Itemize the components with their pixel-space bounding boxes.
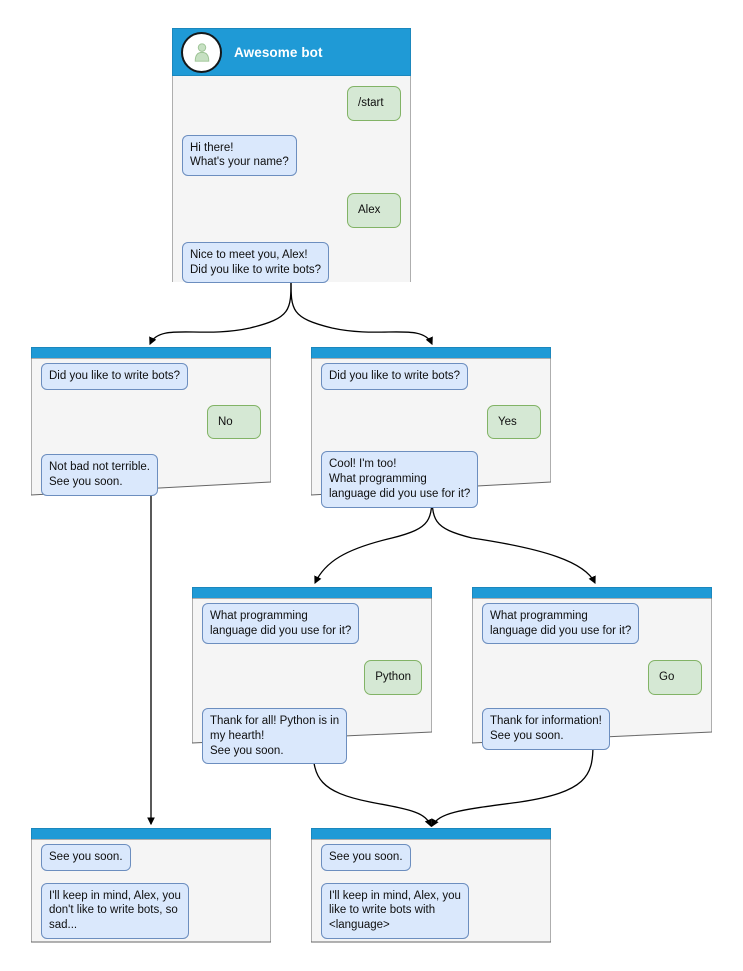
card-end-no[interactable]: See you soon. I'll keep in mind, Alex, y… [31, 828, 271, 943]
message-row: No [41, 404, 261, 440]
card-end-no-header [31, 828, 271, 839]
bot-message-bubble[interactable]: What programming language did you use fo… [202, 603, 360, 645]
card-start[interactable]: Awesome bot /start Hi there! What's your… [172, 28, 411, 284]
message-row: Not bad not terrible. See you soon. [41, 454, 261, 496]
user-message-bubble[interactable]: Alex [347, 193, 401, 228]
user-message-bubble[interactable]: Python [364, 660, 422, 696]
bot-message-bubble[interactable]: Thank for information! See you soon. [482, 708, 610, 750]
card-end-yes[interactable]: See you soon. I'll keep in mind, Alex, y… [311, 828, 551, 943]
message-row: Cool! I'm too! What programming language… [321, 451, 541, 508]
bot-message-bubble[interactable]: I'll keep in mind, Alex, you don't like … [41, 882, 189, 939]
message-row: Hi there! What's your name? [182, 134, 401, 177]
message-row: I'll keep in mind, Alex, you like to wri… [321, 882, 541, 939]
bot-message-bubble[interactable]: See you soon. [321, 844, 411, 871]
message-row: Go [482, 660, 702, 696]
bot-message-bubble[interactable]: Thank for all! Python is in my hearth! S… [202, 708, 348, 765]
card-language-python-messages: What programming language did you use fo… [202, 603, 422, 765]
card-answer-yes-header [311, 347, 551, 358]
bot-message-bubble[interactable]: Did you like to write bots? [41, 363, 189, 390]
card-end-yes-messages: See you soon. I'll keep in mind, Alex, y… [321, 844, 541, 939]
message-row: See you soon. [41, 844, 261, 871]
message-row: Did you like to write bots? [321, 363, 541, 390]
bot-title: Awesome bot [234, 44, 323, 60]
card-answer-yes[interactable]: Did you like to write bots? Yes Cool! I'… [311, 347, 551, 508]
card-answer-no-messages: Did you like to write bots? No Not bad n… [41, 363, 261, 496]
bot-message-bubble[interactable]: Cool! I'm too! What programming language… [321, 451, 479, 508]
user-message-bubble[interactable]: Yes [487, 404, 541, 440]
card-answer-no-header [31, 347, 271, 358]
edge-start-to-no [149, 279, 292, 346]
card-start-header: Awesome bot [172, 28, 411, 76]
person-avatar-icon [181, 31, 222, 73]
card-answer-no[interactable]: Did you like to write bots? No Not bad n… [31, 347, 271, 497]
card-start-messages: /start Hi there! What's your name? Alex … [182, 86, 401, 284]
user-message-bubble[interactable]: Go [648, 660, 702, 696]
message-row: /start [182, 86, 401, 121]
user-message-bubble[interactable]: No [207, 404, 261, 440]
message-row: Thank for information! See you soon. [482, 708, 702, 750]
card-end-no-messages: See you soon. I'll keep in mind, Alex, y… [41, 844, 261, 939]
bot-message-bubble[interactable]: Did you like to write bots? [321, 363, 469, 390]
message-row: What programming language did you use fo… [202, 603, 422, 645]
message-row: Python [202, 660, 422, 696]
card-language-python-header [192, 587, 432, 598]
message-row: Did you like to write bots? [41, 363, 261, 390]
message-row: See you soon. [321, 844, 541, 871]
edge-start-to-yes [290, 279, 433, 346]
card-language-python[interactable]: What programming language did you use fo… [192, 587, 432, 765]
message-row: What programming language did you use fo… [482, 603, 702, 645]
bot-message-bubble[interactable]: Nice to meet you, Alex! Did you like to … [182, 241, 330, 284]
bot-message-bubble[interactable]: What programming language did you use fo… [482, 603, 640, 645]
message-row: Nice to meet you, Alex! Did you like to … [182, 241, 401, 284]
bot-message-bubble[interactable]: Hi there! What's your name? [182, 134, 297, 177]
card-language-go-header [472, 587, 712, 598]
card-end-yes-header [311, 828, 551, 839]
edge-go-to-end-yes [431, 744, 594, 828]
message-row: Thank for all! Python is in my hearth! S… [202, 708, 422, 765]
message-row: Alex [182, 193, 401, 228]
user-message-bubble[interactable]: /start [347, 86, 401, 121]
message-row: Yes [321, 404, 541, 440]
bot-message-bubble[interactable]: Not bad not terrible. See you soon. [41, 454, 159, 496]
card-answer-yes-messages: Did you like to write bots? Yes Cool! I'… [321, 363, 541, 508]
card-language-go[interactable]: What programming language did you use fo… [472, 587, 712, 750]
message-row: I'll keep in mind, Alex, you don't like … [41, 882, 261, 939]
card-language-go-messages: What programming language did you use fo… [482, 603, 702, 750]
bot-message-bubble[interactable]: I'll keep in mind, Alex, you like to wri… [321, 882, 469, 939]
bot-message-bubble[interactable]: See you soon. [41, 844, 131, 871]
